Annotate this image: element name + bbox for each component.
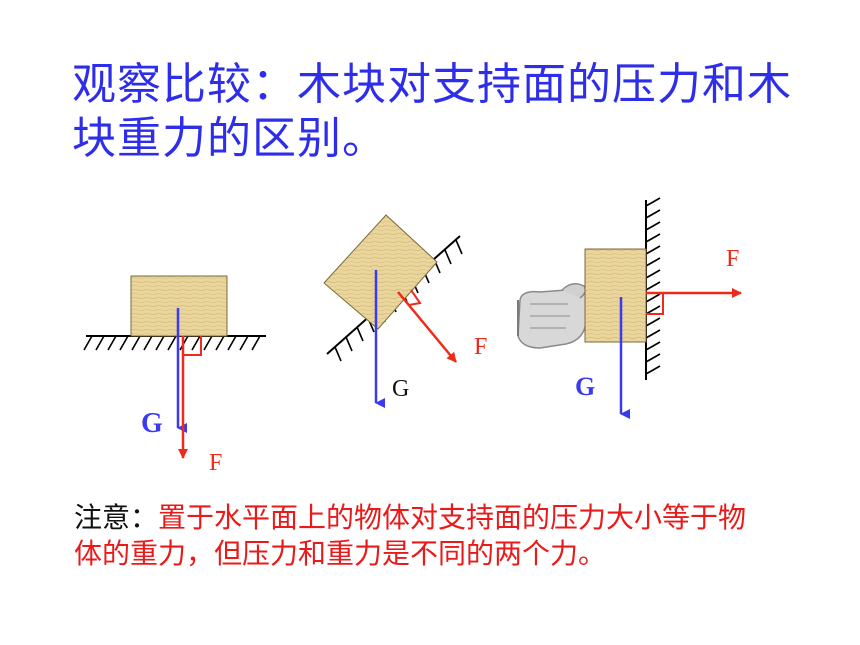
pressure-arrow bbox=[397, 291, 457, 363]
figure-wall: G F bbox=[517, 197, 742, 419]
wall-hatch bbox=[645, 197, 661, 380]
right-angle-mark bbox=[646, 293, 664, 315]
figure-horizontal: G F bbox=[83, 275, 266, 476]
note-body: 置于水平面上的物体对支持面的压力大小等于物体的重力，但压力和重力是不同的两个力。 bbox=[74, 501, 747, 570]
ground-hatch bbox=[83, 335, 266, 351]
gravity-label: G bbox=[141, 408, 163, 439]
force-label: F bbox=[474, 334, 487, 360]
note-label: 注意： bbox=[74, 501, 159, 534]
force-label: F bbox=[209, 450, 222, 476]
gravity-label: G bbox=[575, 372, 595, 401]
force-label: F bbox=[726, 246, 739, 272]
right-angle-mark bbox=[183, 336, 202, 356]
wood-block bbox=[323, 214, 438, 330]
gravity-label: G bbox=[392, 376, 409, 402]
hand-push-icon bbox=[517, 283, 587, 349]
figure-incline: G F bbox=[323, 214, 487, 408]
page-title: 观察比较：木块对支持面的压力和木块重力的区别。 bbox=[72, 59, 792, 164]
right-angle-mark bbox=[408, 289, 422, 306]
note-text: 注意：置于水平面上的物体对支持面的压力大小等于物体的重力，但压力和重力是不同的两… bbox=[74, 500, 774, 572]
wood-block bbox=[584, 248, 647, 343]
